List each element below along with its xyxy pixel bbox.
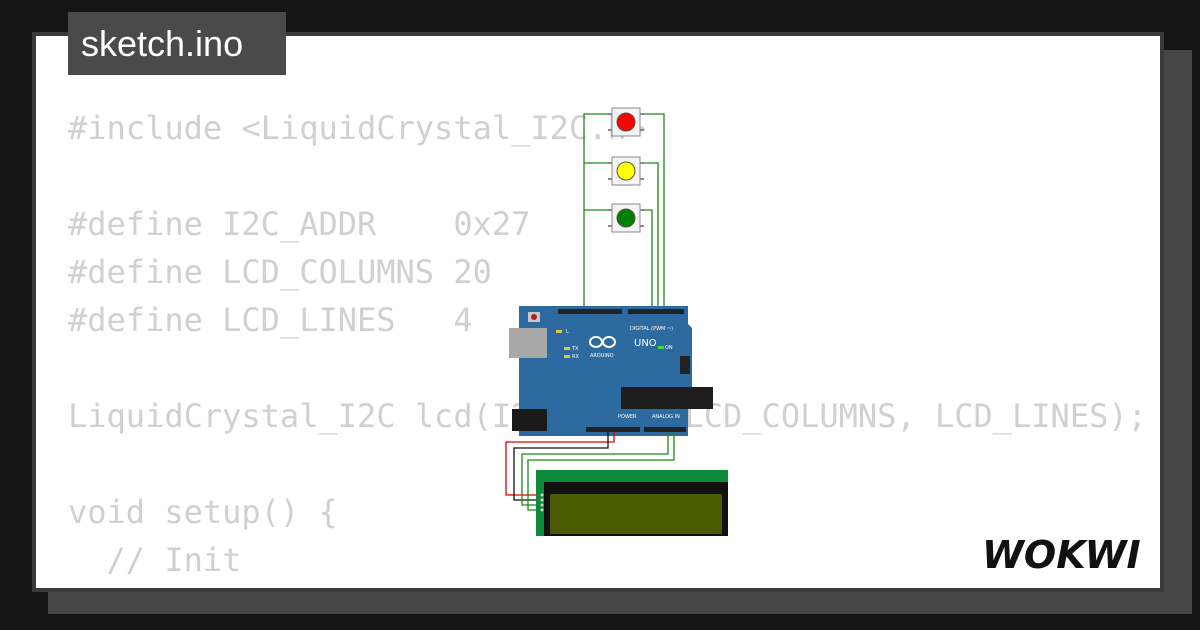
power-jack bbox=[512, 409, 547, 431]
digital-header-left bbox=[558, 309, 622, 314]
pushbutton-yellow[interactable] bbox=[608, 156, 644, 186]
analog-header bbox=[644, 427, 686, 432]
lcd-screen bbox=[550, 494, 722, 534]
wokwi-logo[interactable]: WOKWI bbox=[980, 528, 1150, 578]
code-line: #define I2C_ADDR 0x27 bbox=[68, 205, 531, 243]
project-preview-card[interactable]: #include <LiquidCrystal_I2C.h> #define I2… bbox=[32, 32, 1164, 592]
wokwi-logo-text: WOKWI bbox=[982, 533, 1141, 577]
led-tx-label: TX bbox=[571, 346, 579, 352]
code-line: #define LCD_LINES 4 bbox=[68, 301, 473, 339]
icsp-header bbox=[680, 356, 690, 374]
file-tab[interactable]: sketch.ino bbox=[68, 12, 286, 75]
power-header bbox=[586, 427, 640, 432]
digital-header-right bbox=[628, 309, 684, 314]
board-model-label: UNO bbox=[634, 338, 657, 349]
arduino-logo-icon bbox=[589, 336, 616, 348]
code-line: #define LCD_COLUMNS 20 bbox=[68, 253, 492, 291]
code-line: lcd.init(); bbox=[68, 584, 1147, 588]
board-brand-label: ARDUINO bbox=[590, 353, 614, 359]
button-cap-green bbox=[616, 208, 636, 228]
lcd-wires bbox=[505, 432, 675, 511]
lcd-display[interactable] bbox=[536, 470, 728, 536]
button-wires bbox=[583, 113, 665, 308]
arduino-uno-board[interactable]: DIGITAL (PWM ~) UNO ARDUINO TX RX ON L P… bbox=[509, 306, 713, 436]
power-header-label: POWER bbox=[618, 414, 637, 420]
button-cap-red bbox=[616, 112, 636, 132]
code-line: void setup() { bbox=[68, 493, 338, 531]
code-line: #include <LiquidCrystal_I2C.h> bbox=[68, 109, 646, 147]
digital-header-label: DIGITAL (PWM ~) bbox=[630, 326, 673, 332]
circuit-diagram: DIGITAL (PWM ~) UNO ARDUINO TX RX ON L P… bbox=[505, 107, 728, 536]
led-rx-label: RX bbox=[572, 354, 579, 360]
analog-header-label: ANALOG IN bbox=[652, 414, 680, 420]
led-on-label: ON bbox=[665, 345, 673, 351]
led-l-label: L bbox=[566, 329, 569, 335]
usb-connector bbox=[509, 328, 547, 358]
pushbutton-green[interactable] bbox=[608, 203, 644, 233]
button-cap-yellow bbox=[616, 161, 636, 181]
code-line: // Init bbox=[68, 541, 242, 579]
atmega-chip bbox=[621, 387, 713, 409]
pushbutton-red[interactable] bbox=[608, 107, 644, 137]
